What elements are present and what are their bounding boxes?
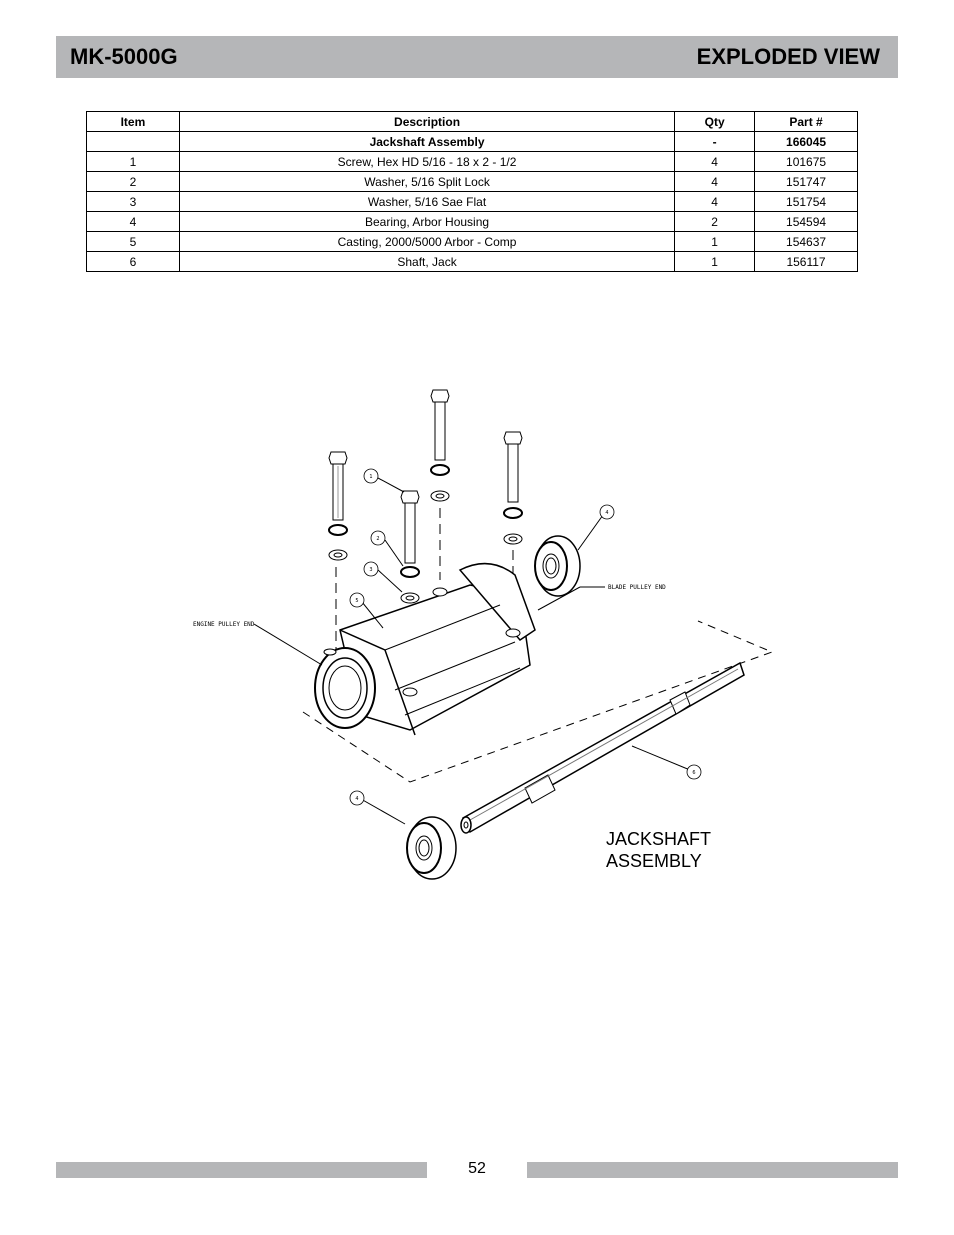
callout-circle (363, 468, 379, 484)
callout-6: 6 (692, 770, 695, 776)
cell-description: Washer, 5/16 Sae Flat (178, 191, 676, 212)
screw-top (430, 389, 450, 461)
parts-table: Item Description Qty Part # Jackshaft As… (86, 111, 858, 272)
screw-middle (400, 490, 420, 564)
engine-pulley-end-label: ENGINE PULLEY END (193, 621, 255, 628)
callout-circle (349, 790, 365, 806)
header-bar: MK-5000G EXPLODED VIEW (56, 36, 898, 78)
bearing-upper (534, 535, 581, 597)
assembly-label: JACKSHAFT ASSEMBLY (606, 828, 711, 872)
footer-bar-left (56, 1162, 427, 1178)
cell-description: Shaft, Jack (178, 251, 676, 272)
callout-circle (599, 504, 615, 520)
callout-5: 5 (355, 598, 358, 604)
column-header-part-number: Part # (754, 111, 858, 132)
page-number: 52 (468, 1160, 486, 1177)
callout-circle (686, 764, 702, 780)
footer-bar-right (527, 1162, 898, 1178)
jack-shaft (460, 661, 745, 834)
callout-circle (370, 530, 386, 546)
table-row: 6 Shaft, Jack 1 156117 (86, 251, 858, 272)
arbor-casting (314, 562, 536, 736)
callout-2: 2 (376, 536, 379, 542)
callout-1: 1 (369, 474, 372, 480)
callout-3: 3 (369, 567, 372, 573)
assembly-row: Jackshaft Assembly - 166045 (86, 131, 858, 152)
callout-4-lower: 4 (355, 796, 358, 802)
assembly-label-line-1: JACKSHAFT (606, 829, 712, 849)
section-title: EXPLODED VIEW (696, 44, 880, 69)
cell-part-number: 154594 (754, 211, 858, 232)
callout-circle (363, 561, 379, 577)
assembly-label-line-2: ASSEMBLY (606, 851, 702, 871)
cell-part-number: 156117 (754, 251, 858, 272)
cell-qty: 1 (674, 251, 756, 272)
blade-pulley-end-label: BLADE PULLEY END (608, 584, 666, 591)
screw-left (328, 451, 348, 521)
screw-right (503, 431, 523, 503)
callout-4-upper: 4 (605, 510, 608, 516)
cell-description: Casting, 2000/5000 Arbor - Comp (178, 231, 676, 252)
callout-circle (349, 592, 365, 608)
model-title: MK-5000G (70, 44, 178, 69)
table-header-row: Item Description Qty Part # (86, 111, 858, 132)
bearing-lower (406, 816, 457, 880)
